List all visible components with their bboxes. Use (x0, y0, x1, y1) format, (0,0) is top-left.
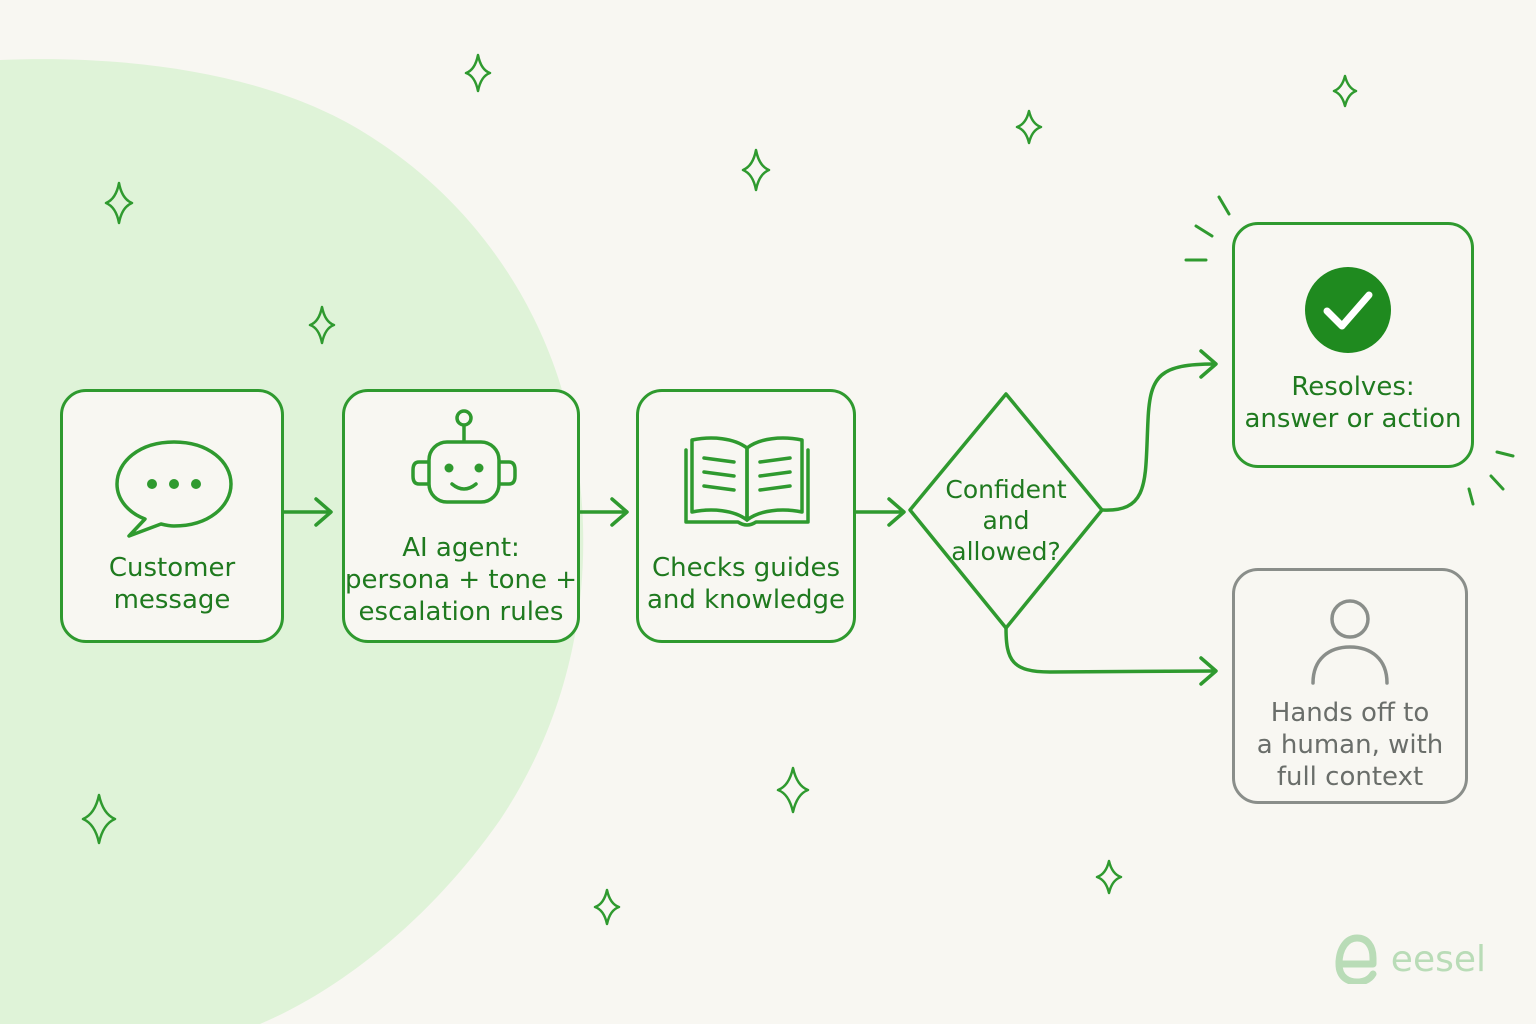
arrow-decision-to-resolve (1101, 349, 1218, 512)
resolve-label: Resolves: answer or action (1244, 372, 1462, 434)
sparkle-icon (776, 766, 810, 814)
sparkle-icon (741, 148, 771, 192)
sparkle-icon (1015, 109, 1043, 145)
customer-message-node: Customer message (60, 389, 284, 643)
eesel-logo-icon (1335, 934, 1377, 984)
sparkle-icon (308, 305, 336, 345)
sparkle-icon (1095, 859, 1123, 895)
sparkle-icon (593, 888, 621, 926)
ai-agent-label: AI agent: persona + tone + escalation ru… (345, 533, 577, 627)
open-book-icon (684, 436, 810, 527)
customer-message-label: Customer message (108, 553, 236, 615)
arrow-knowledge-to-decision (854, 497, 906, 527)
human-handoff-node: Hands off to a human, with full context (1232, 568, 1468, 804)
sparkle-icon (81, 793, 117, 845)
sparkle-icon (464, 53, 492, 93)
brand-logo: eesel (1333, 934, 1486, 984)
human-handoff-label: Hands off to a human, with full context (1256, 698, 1444, 792)
brand-name: eesel (1390, 938, 1486, 980)
person-icon (1311, 599, 1389, 685)
robot-icon (411, 409, 517, 504)
checkmark-icon (1305, 267, 1391, 353)
decision-label: Confident and allowed? (945, 475, 1067, 566)
arrow-agent-to-knowledge (578, 497, 629, 527)
knowledge-label: Checks guides and knowledge (646, 553, 846, 615)
speech-bubble-icon (115, 440, 233, 538)
decision-diamond (908, 392, 1104, 630)
resolve-node: Resolves: answer or action (1232, 222, 1474, 468)
sparkle-icon (1332, 74, 1358, 108)
arrow-decision-to-human (1004, 626, 1218, 686)
knowledge-node: Checks guides and knowledge (636, 389, 856, 643)
ai-agent-node: AI agent: persona + tone + escalation ru… (342, 389, 580, 643)
sparkle-icon (104, 181, 134, 225)
arrow-customer-to-agent (282, 497, 333, 527)
